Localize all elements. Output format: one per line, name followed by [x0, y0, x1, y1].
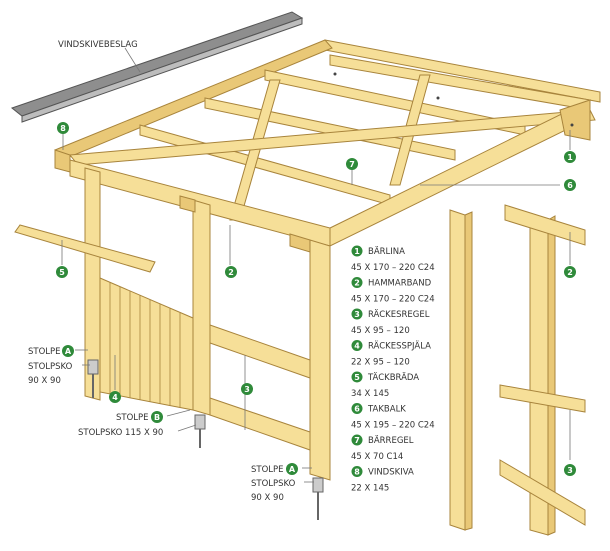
- svg-text:A: A: [65, 347, 72, 356]
- legend-badge: [351, 371, 363, 383]
- badge-a-left: A: [62, 345, 74, 357]
- legend-number: 6: [354, 405, 360, 414]
- detail-posts: [449, 204, 586, 536]
- legend-item-name: TAKBALK: [367, 405, 406, 415]
- legend-badge: [351, 340, 363, 351]
- legend-item-size: 45 X 95 – 120: [351, 326, 410, 336]
- svg-text:B: B: [154, 413, 160, 422]
- railing-rail-top: [209, 324, 311, 379]
- stolpe-a-right-label: STOLPE: [251, 465, 284, 475]
- badge-5: 5: [56, 266, 68, 278]
- stolpsko-b-label: STOLPSKO 115 X 90: [78, 428, 163, 438]
- legend-item-size: 45 X 70 C14: [351, 452, 403, 462]
- legend-item-name: TÄCKBRÄDA: [367, 372, 419, 383]
- badge-b: B: [151, 411, 163, 423]
- legend-item-name: VINDSKIVA: [368, 468, 414, 478]
- svg-text:3: 3: [567, 466, 573, 475]
- badge-3: 3: [241, 383, 253, 395]
- legend-badge: [351, 277, 363, 288]
- railing-slats: [99, 277, 194, 411]
- svg-text:6: 6: [567, 181, 573, 190]
- legend-badge: [351, 434, 363, 446]
- stolpe-a-left-label: STOLPE: [28, 347, 61, 357]
- legend-badge: [351, 466, 363, 477]
- legend-number: 8: [354, 468, 360, 477]
- legend-number: 1: [354, 247, 360, 256]
- stolpsko-right-label: STOLPSKO: [251, 479, 296, 489]
- vindskivebeslag-edge: [21, 17, 303, 123]
- legend-item-size: 22 X 145: [351, 484, 389, 494]
- badge-3-detail: 3: [564, 464, 576, 476]
- stolpsko-left-size: 90 X 90: [28, 376, 61, 386]
- badge-4: 4: [109, 391, 121, 403]
- legend-item-size: 22 X 95 – 120: [351, 358, 410, 368]
- legend-number: 3: [354, 310, 360, 319]
- legend-item-name: RÄCKESREGEL: [368, 309, 430, 320]
- railing-rail-bottom: [209, 397, 311, 451]
- legend-number: 5: [354, 373, 360, 382]
- legend-item-size: 45 X 170 – 220 C24: [351, 263, 435, 273]
- badge-1: 1: [564, 151, 576, 163]
- roof-frame: [54, 39, 601, 247]
- svg-text:3: 3: [244, 385, 250, 394]
- badge-8: 8: [57, 122, 69, 134]
- badge-2-detail: 2: [564, 266, 576, 278]
- svg-text:2: 2: [567, 268, 573, 277]
- stolpsko-right-size: 90 X 90: [251, 493, 284, 503]
- cover-board: [14, 224, 156, 273]
- stolpe-b-label: STOLPE: [116, 413, 149, 423]
- svg-text:5: 5: [59, 268, 65, 277]
- svg-text:8: 8: [60, 124, 66, 133]
- legend-number: 2: [354, 279, 360, 288]
- badge-a-right: A: [286, 463, 298, 475]
- legend-item-name: HAMMARBAND: [368, 279, 432, 289]
- legend-number: 4: [354, 342, 360, 351]
- badge-6: 6: [564, 179, 576, 191]
- stolpsko-left-label: STOLPSKO: [28, 362, 73, 372]
- legend-badge: [351, 308, 363, 320]
- legend-item-name: BÄRREGEL: [368, 435, 414, 446]
- svg-text:4: 4: [112, 393, 118, 402]
- badge-2: 2: [225, 266, 237, 278]
- legend-number: 7: [354, 436, 360, 445]
- legend-item-size: 45 X 170 – 220 C24: [351, 295, 435, 305]
- svg-text:1: 1: [567, 153, 573, 162]
- legend-badge: [351, 403, 363, 414]
- svg-text:7: 7: [349, 160, 355, 169]
- legend-badge: [351, 245, 363, 257]
- legend-item-size: 34 X 145: [351, 389, 389, 399]
- vindskivebeslag-label: VINDSKIVEBESLAG: [58, 40, 138, 50]
- svg-text:A: A: [289, 465, 296, 474]
- badge-7: 7: [346, 158, 358, 170]
- vindskivebeslag-strip: [10, 11, 304, 117]
- posts: [84, 167, 331, 481]
- legend-item-size: 45 X 195 – 220 C24: [351, 421, 435, 431]
- svg-text:2: 2: [228, 268, 234, 277]
- legend-item-name: RÄCKESSPJÄLA: [368, 341, 431, 352]
- legend-item-name: BÄRLINA: [368, 246, 405, 257]
- legend: 1 BÄRLINA 45 X 170 – 220 C24 2 HAMMARBAND 45 …: [351, 245, 435, 494]
